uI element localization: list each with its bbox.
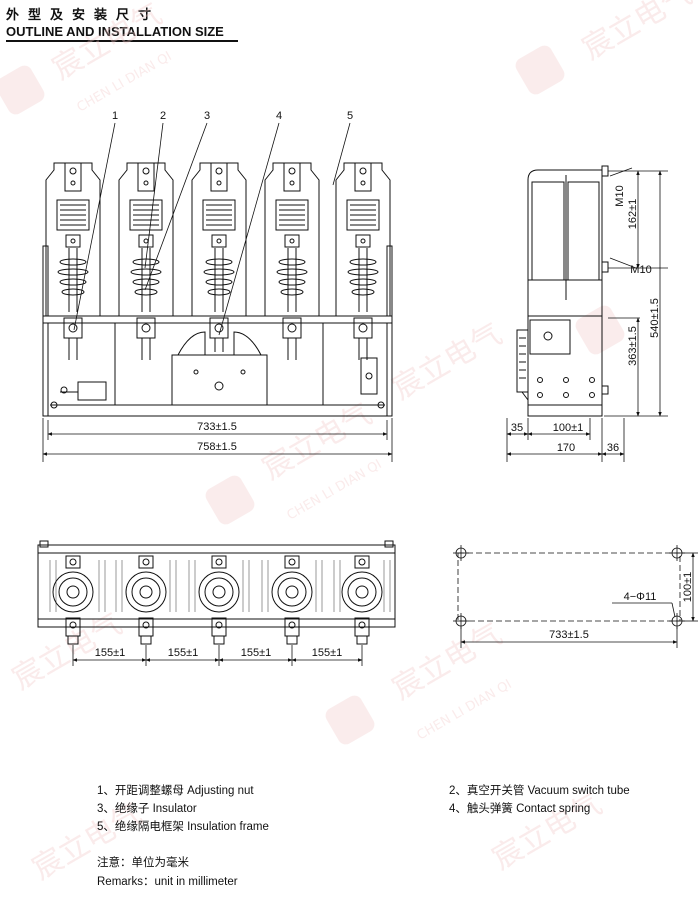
remarks-en: Remarks：unit in millimeter	[97, 876, 238, 888]
remarks: 注意：单位为毫米 Remarks：unit in millimeter	[97, 854, 238, 892]
dim-side-35: 35	[511, 422, 523, 434]
top-pole-4	[271, 555, 313, 645]
front-pole-3	[191, 162, 247, 352]
top-pole-2	[125, 555, 167, 645]
front-mechanism	[171, 354, 268, 406]
legend-item-3: 3、绝缘子 Insulator	[97, 803, 197, 815]
top-poles	[52, 555, 383, 645]
mounting-outline	[457, 552, 681, 622]
front-view	[42, 245, 393, 417]
legend-item-5: 5、绝缘隔电框架 Insulation frame	[97, 821, 269, 833]
dim-side-170: 170	[557, 442, 575, 454]
dim-side-540: 540±1.5	[649, 298, 661, 338]
dim-side-100: 100±1	[553, 422, 584, 434]
side-housing	[527, 169, 603, 316]
dim-pitch-4: 155±1	[312, 647, 343, 659]
callout-leaders	[73, 122, 351, 336]
dim-mount-width: 733±1.5	[549, 629, 589, 641]
header: 外型及安装尺寸 OUTLINE AND INSTALLATION SIZE	[6, 4, 238, 42]
dim-side-162: 162±1	[627, 199, 639, 230]
callout-3: 3	[204, 110, 210, 122]
title-chinese: 外型及安装尺寸	[6, 8, 161, 23]
remarks-cn: 注意：单位为毫米	[97, 857, 189, 869]
dim-front-total-width: 758±1.5	[197, 441, 237, 453]
side-view	[516, 165, 609, 417]
dim-pitch-3: 155±1	[241, 647, 272, 659]
dim-side-m10-top: M10	[614, 185, 626, 206]
top-dimensions	[72, 645, 363, 666]
front-dimensions	[42, 418, 393, 462]
dim-side-363: 363±1.5	[627, 326, 639, 366]
front-pole-1	[45, 162, 101, 360]
front-pole-2	[118, 162, 174, 360]
legend-item-4: 4、触头弹簧 Contact spring	[449, 803, 591, 815]
front-pole-5	[335, 162, 391, 360]
callout-1: 1	[112, 110, 118, 122]
callout-5: 5	[347, 110, 353, 122]
legend-right: 2、真空开关管 Vacuum switch tube 4、触头弹簧 Contac…	[449, 782, 630, 818]
legend-item-2: 2、真空开关管 Vacuum switch tube	[449, 785, 630, 797]
callout-4: 4	[276, 110, 282, 122]
title-underline	[6, 40, 238, 42]
watermark-cn-2: 宸立电气	[577, 0, 698, 67]
top-pole-1	[52, 555, 94, 645]
dim-side-m10-bottom: M10	[630, 264, 651, 276]
dim-mount-height: 100±1	[682, 572, 694, 603]
dim-holes: 4−Φ11	[624, 591, 657, 603]
side-dimensions	[506, 167, 668, 462]
title-english: OUTLINE AND INSTALLATION SIZE	[6, 24, 224, 39]
dim-side-36: 36	[607, 442, 619, 454]
legend-left: 1、开距调整螺母 Adjusting nut 3、绝缘子 Insulator 5…	[97, 782, 269, 836]
callout-2: 2	[160, 110, 166, 122]
legend-item-1: 1、开距调整螺母 Adjusting nut	[97, 785, 254, 797]
dim-pitch-2: 155±1	[168, 647, 199, 659]
top-pole-3	[198, 555, 240, 645]
front-base-frame	[42, 315, 393, 417]
top-pole-5	[341, 555, 383, 645]
dim-pitch-1: 155±1	[95, 647, 126, 659]
mounting-view	[453, 545, 698, 648]
dim-front-inner-width: 733±1.5	[197, 421, 237, 433]
front-pole-4	[264, 162, 320, 360]
front-poles	[45, 162, 391, 360]
watermark-cn-5: 宸立电气	[387, 317, 508, 407]
